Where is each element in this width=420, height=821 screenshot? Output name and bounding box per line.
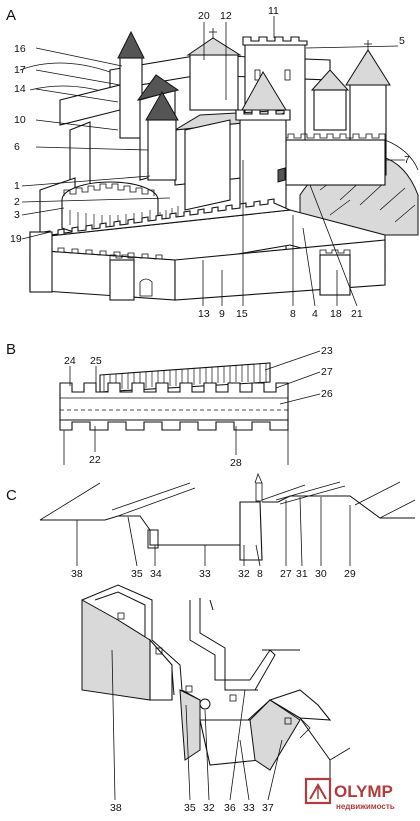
olymp-watermark-logo: OLYMP недвижимость — [304, 777, 395, 811]
label-a-1: 1 — [14, 180, 20, 192]
label-c-27: 27 — [280, 568, 292, 580]
label-c-38: 38 — [71, 568, 83, 580]
label-a-14: 14 — [14, 83, 26, 95]
label-a-20: 20 — [198, 10, 210, 22]
label-plan-33: 33 — [243, 802, 255, 814]
label-a-21: 21 — [351, 308, 363, 320]
leader-lines — [21, 16, 405, 801]
label-c-8: 8 — [257, 568, 263, 580]
label-plan-38: 38 — [110, 802, 122, 814]
label-a-12: 12 — [220, 10, 232, 22]
label-b-23: 23 — [321, 345, 333, 357]
label-c-30: 30 — [315, 568, 327, 580]
label-a-3: 3 — [14, 209, 20, 221]
label-a-10: 10 — [14, 114, 26, 126]
olymp-logo-icon — [304, 777, 332, 805]
label-plan-37: 37 — [262, 802, 274, 814]
panel-a-castle-drawing — [19, 28, 419, 301]
panel-c-profile-drawing — [39, 472, 416, 561]
watermark-brand: OLYMP — [334, 782, 393, 801]
label-b-27: 27 — [321, 366, 333, 378]
label-c-32: 32 — [238, 568, 250, 580]
label-plan-36: 36 — [224, 802, 236, 814]
section-letter-c: C — [6, 487, 17, 504]
label-c-35: 35 — [131, 568, 143, 580]
label-a-15: 15 — [236, 308, 248, 320]
label-a-11: 11 — [268, 5, 279, 17]
label-a-18: 18 — [330, 308, 342, 320]
panel-c-plan-drawing — [81, 584, 351, 790]
panel-b-parapet-drawing — [59, 362, 289, 465]
label-a-5: 5 — [399, 35, 405, 47]
label-a-9: 9 — [219, 308, 225, 320]
label-a-17: 17 — [14, 64, 26, 76]
label-c-29: 29 — [344, 568, 356, 580]
label-c-34: 34 — [150, 568, 162, 580]
label-b-25: 25 — [90, 355, 102, 367]
label-plan-32: 32 — [203, 802, 215, 814]
label-a-13: 13 — [198, 308, 210, 320]
section-letter-b: B — [6, 341, 16, 358]
label-a-6: 6 — [14, 141, 20, 153]
label-a-19: 19 — [10, 233, 22, 245]
section-letter-a: A — [6, 7, 16, 24]
label-a-7: 7 — [404, 154, 410, 166]
label-a-16: 16 — [14, 43, 26, 55]
label-b-22: 22 — [89, 454, 101, 466]
label-b-26: 26 — [321, 388, 333, 400]
label-b-24: 24 — [64, 355, 76, 367]
watermark-subtitle: недвижимость — [336, 802, 395, 811]
label-a-2: 2 — [14, 196, 20, 208]
label-a-8: 8 — [290, 308, 296, 320]
label-c-33: 33 — [199, 568, 211, 580]
label-plan-35: 35 — [184, 802, 196, 814]
label-b-28: 28 — [230, 457, 242, 469]
label-a-4: 4 — [312, 308, 318, 320]
label-c-31: 31 — [296, 568, 308, 580]
